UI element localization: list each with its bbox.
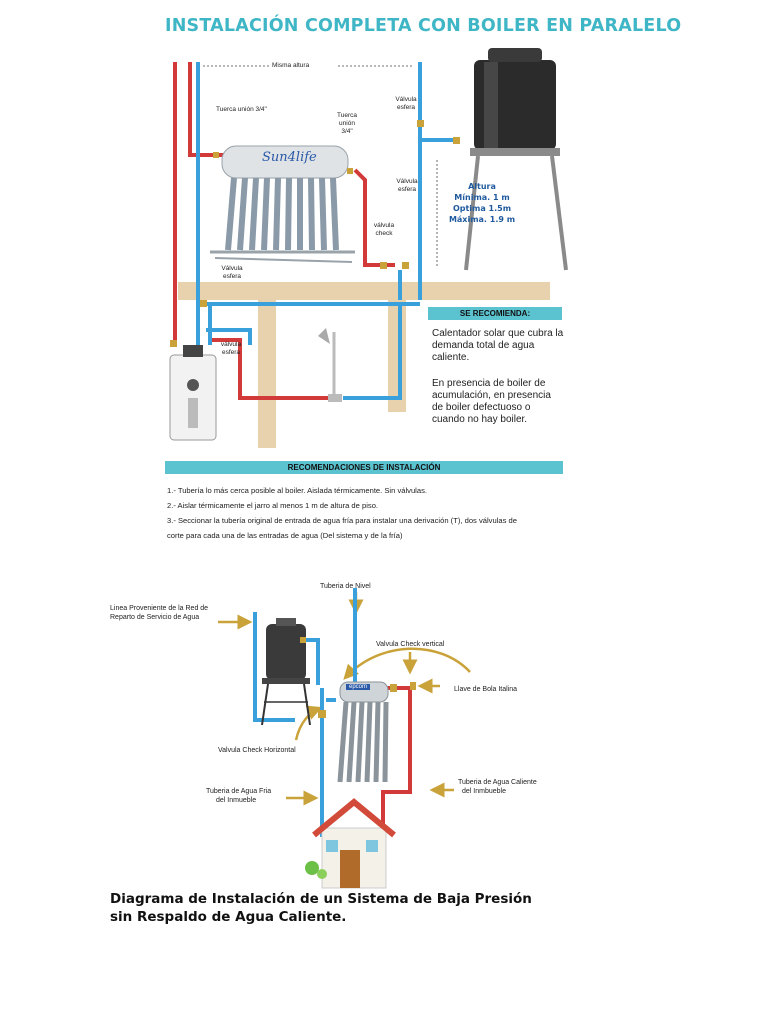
label-agua-fria: Tuberia de Agua Fria del Inmueble [206,788,272,804]
diagram2-illustration [218,588,471,889]
valves-2 [300,637,416,718]
recomendacion-3b: corte para cada una de las entradas de a… [167,531,403,540]
heater-brand-logo: Sun4life [262,150,317,165]
recomendacion-1: 1.- Tubería lo más cerca posible al boil… [167,486,427,495]
label-check-vertical: Valvula Check vertical [376,641,445,648]
cold-pipes [196,62,460,400]
boiler [169,345,217,441]
solar-heater-2 [337,681,389,783]
label-tuerca-union-2: Tuerca unión 3/4" [337,112,357,135]
se-recomienda-p2: En presencia de boiler de acumulación, e… [432,378,551,425]
diagram2-title: Diagrama de Instalación de un Sistema de… [110,891,532,925]
label-agua-caliente: Tuberia de Agua Caliente del Inmbueble [458,779,537,795]
label-misma-altura: Misma altura [272,62,310,69]
label-tuberia-nivel: Tuberia de Nivel [320,583,371,590]
label-valvula-esfera-left: Válvula esfera [221,265,243,280]
se-recomienda-heading: SE RECOMIENDA: [428,307,562,320]
beam-post-left [258,300,276,448]
recomendacion-2: 2.- Aislar térmicamente el jarro al meno… [167,501,379,510]
beam-post-right [388,300,406,412]
shower [318,328,342,402]
recomendacion-3a: 3.- Seccionar la tubería original de ent… [167,516,517,525]
label-valvula-esfera-boiler: válvula esfera [220,341,242,356]
heater-brand-logo-2: epcom [346,684,371,690]
label-llave-bola: Llave de Bola Italina [454,686,518,693]
label-valvula-esfera-mid: Válvula esfera [396,178,418,193]
water-tank-2 [261,618,311,726]
se-recomienda-p1: Calentador solar que cubra la demanda to… [432,328,564,363]
hot-pipes-2 [380,686,412,830]
label-tuerca-union-1: Tuerca unión 3/4" [216,106,267,113]
label-linea-red: Linea Proveniente de la Red de Reparto d… [110,605,209,621]
recomendaciones-list: 1.- Tubería lo más cerca posible al boil… [167,483,567,543]
heater-tubes [225,177,339,251]
recomendaciones-heading: RECOMENDACIONES DE INSTALACIÓN [165,461,563,474]
label-check-horizontal: Valvula Check Horizontal [218,747,296,754]
label-valvula-esfera-top: Válvula esfera [395,96,417,111]
water-tank [464,48,568,271]
house [305,798,396,889]
roof-beam [178,282,550,300]
height-callout: Altura Mínima. 1 m Optima 1.5m Máxima. 1… [448,182,516,224]
valves [170,120,460,347]
solar-heater [210,145,355,263]
diagram1-illustration [169,48,568,448]
label-valvula-check: válvula check [373,222,395,237]
diagram1-title: INSTALACIÓN COMPLETA CON BOILER EN PARAL… [165,16,682,36]
hot-pipes [173,62,395,400]
